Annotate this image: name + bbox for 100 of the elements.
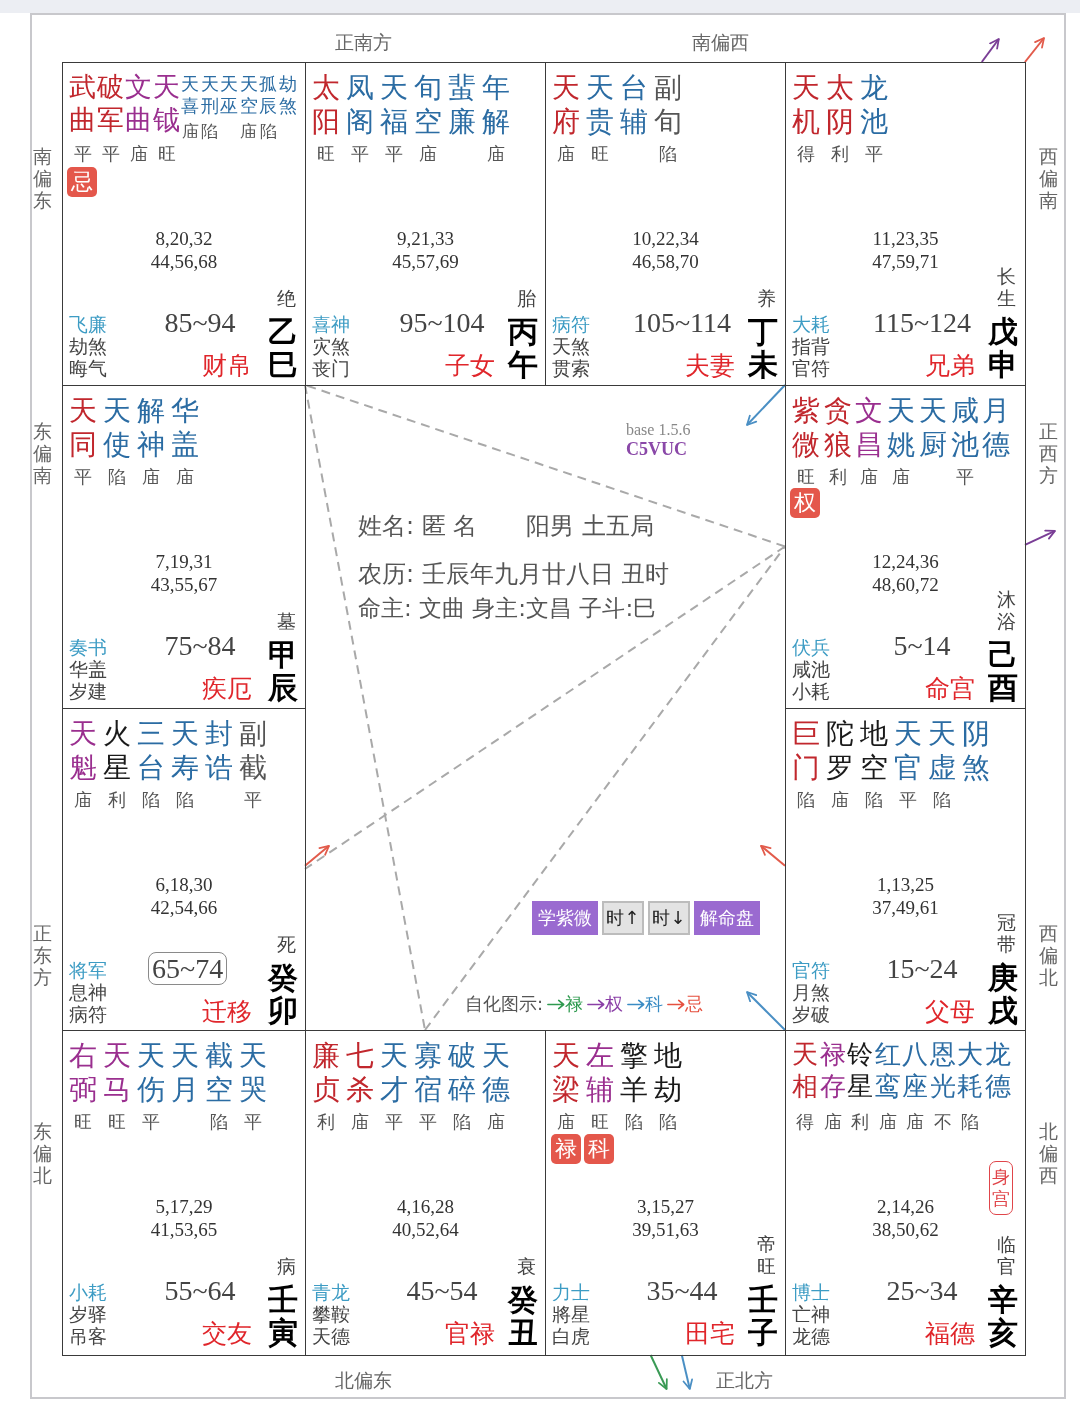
star-name: 天虚 — [928, 717, 956, 786]
brightness-mark: 利 — [317, 1111, 335, 1133]
star-name: 年解 — [482, 71, 510, 140]
age-list: 4,16,28 40,52,64 — [392, 1195, 459, 1241]
brightness-mark: 庙 — [142, 466, 160, 488]
star-name: 天喜 — [181, 73, 199, 117]
deity-name: 伏兵 — [792, 636, 830, 658]
direction-label: 正北方 — [716, 1368, 773, 1392]
palace-name: 父母 — [925, 997, 975, 1027]
star-name: 武曲 — [69, 71, 96, 137]
brightness-mark: 庙 — [181, 121, 199, 142]
deity-name: 攀鞍 — [312, 1303, 350, 1325]
deity-name: 官符 — [792, 357, 830, 379]
transform-badge: 权 — [790, 488, 820, 518]
deity-name: 龙德 — [792, 1325, 830, 1347]
star-name: 副旬 — [654, 71, 682, 140]
decade-range: 45~54 — [406, 1275, 478, 1307]
direction-label: 西偏北 — [1039, 922, 1058, 988]
star-name: 天机 — [792, 71, 820, 140]
star-name: 天官 — [894, 717, 922, 786]
palace-name: 夫妻 — [685, 351, 735, 381]
age-list: 12,24,36 48,60,72 — [872, 550, 939, 596]
star-name: 孤辰 — [259, 73, 277, 117]
direction-label: 正南方 — [335, 30, 392, 54]
star-name: 八座 — [902, 1039, 928, 1103]
age-list: 8,20,32 44,56,68 — [150, 227, 218, 273]
deity-name: 病符 — [552, 313, 590, 335]
stem-branch: 戊申 — [988, 315, 1018, 381]
star-name: 劫煞 — [278, 73, 297, 117]
stem-branch: 庚戌 — [988, 961, 1018, 1027]
transform-badge: 忌 — [67, 167, 97, 197]
deity-name: 力士 — [552, 1281, 590, 1303]
deity-name: 亡神 — [792, 1303, 830, 1325]
brightness-mark: 利 — [108, 789, 126, 811]
decade-range: 85~94 — [164, 307, 236, 339]
version-label: base 1.5.6 — [626, 421, 691, 440]
star-name: 廉贞 — [312, 1039, 340, 1108]
deity-name: 指背 — [792, 335, 830, 357]
brightness-mark: 平 — [142, 1111, 160, 1133]
brightness-mark: 得 — [797, 143, 815, 165]
life-stage: 临官 — [997, 1233, 1016, 1277]
step-button: 时↑ — [602, 901, 644, 935]
star-name: 旬空 — [414, 71, 442, 140]
brightness-mark: 利 — [851, 1111, 869, 1133]
deity-name: 将军 — [69, 959, 107, 981]
brightness-mark: 庙 — [419, 143, 437, 165]
brightness-mark: 陷 — [108, 466, 126, 488]
direction-label: 北偏西 — [1039, 1120, 1058, 1186]
master-label: 命主: 文曲 身主:文昌 子斗:巳 — [358, 595, 657, 622]
brightness-mark: 庙 — [823, 1111, 842, 1133]
palace-name: 兄弟 — [925, 351, 975, 381]
brightness-mark: 平 — [351, 143, 369, 165]
stem-branch: 癸丑 — [508, 1283, 538, 1349]
brightness-mark: 庙 — [487, 1111, 505, 1133]
star-name: 七杀 — [346, 1039, 374, 1108]
brightness-mark: 平 — [899, 789, 917, 811]
life-stage: 绝 — [277, 287, 296, 309]
direction-label: 东偏南 — [33, 420, 52, 486]
deity-name: 天德 — [312, 1325, 350, 1347]
star-name: 龙德 — [984, 1039, 1011, 1103]
palace-panel — [62, 62, 306, 386]
brightness-mark: 庙 — [878, 1111, 897, 1133]
brightness-mark: 陷 — [259, 121, 277, 142]
brightness-mark: 旺 — [317, 143, 335, 165]
star-name: 禄存 — [819, 1039, 846, 1103]
star-name: 天哭 — [239, 1039, 267, 1108]
arrow — [980, 38, 1000, 63]
star-name: 截空 — [205, 1039, 233, 1108]
palace-name: 子女 — [445, 351, 495, 381]
deity-name: 小耗 — [69, 1281, 107, 1303]
decade-range: 15~24 — [886, 953, 958, 985]
star-name: 红鸾 — [874, 1039, 901, 1103]
decade-range: 75~84 — [164, 630, 236, 662]
brightness-mark: 庙 — [860, 466, 879, 488]
action-button: 解命盘 — [694, 901, 760, 935]
brightness-mark: 平 — [385, 143, 403, 165]
arrow — [304, 844, 330, 867]
life-stage: 墓 — [277, 610, 296, 632]
decade-range: 115~124 — [872, 307, 972, 339]
palace-name: 交友 — [202, 1319, 252, 1349]
star-name: 阴煞 — [962, 717, 990, 786]
star-name: 天福 — [380, 71, 408, 140]
palace-name: 福德 — [925, 1319, 975, 1349]
star-name: 天才 — [380, 1039, 408, 1108]
star-name: 解神 — [137, 394, 165, 463]
direction-label: 西偏南 — [1039, 145, 1058, 211]
deity-name: 灾煞 — [312, 335, 350, 357]
brightness-mark: 不 — [933, 1111, 952, 1133]
age-list: 1,13,25 37,49,61 — [872, 873, 939, 919]
arrow — [1024, 529, 1056, 546]
deity-name: 大耗 — [792, 313, 830, 335]
star-name: 天巫 — [220, 73, 238, 117]
star-name: 文曲 — [125, 71, 152, 137]
star-name: 封诰 — [205, 717, 233, 786]
brightness-mark: 陷 — [625, 1111, 643, 1133]
star-name: 天姚 — [887, 394, 916, 463]
decade-range: 55~64 — [164, 1275, 236, 1307]
decade-range: 5~14 — [893, 630, 951, 662]
decade-range: 35~44 — [646, 1275, 718, 1307]
star-name: 左辅 — [586, 1039, 614, 1108]
